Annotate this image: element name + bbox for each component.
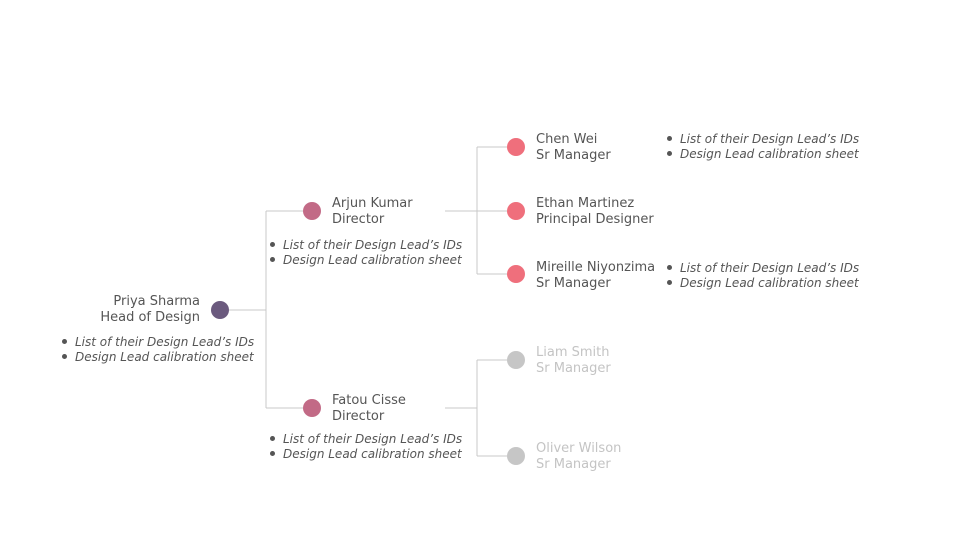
note-design-lead-ids[interactable]: List of their Design Lead’s IDs bbox=[667, 261, 859, 276]
node-dot-mireille-niyonzima[interactable] bbox=[507, 265, 525, 283]
node-label-oliver-wilson: Oliver Wilson Sr Manager bbox=[536, 441, 621, 473]
node-dot-ethan-martinez[interactable] bbox=[507, 202, 525, 220]
note-calibration-sheet[interactable]: Design Lead calibration sheet bbox=[667, 276, 859, 291]
note-calibration-sheet[interactable]: Design Lead calibration sheet bbox=[667, 147, 859, 162]
node-label-chen-wei: Chen Wei Sr Manager bbox=[536, 132, 611, 164]
node-dot-arjun-kumar[interactable] bbox=[303, 202, 321, 220]
person-name: Mireille Niyonzima bbox=[536, 260, 656, 275]
person-name: Chen Wei bbox=[536, 132, 598, 147]
notes-priya-sharma: List of their Design Lead’s IDs Design L… bbox=[62, 335, 254, 365]
person-title: Sr Manager bbox=[536, 276, 611, 291]
node-label-fatou-cisse: Fatou Cisse Director bbox=[332, 393, 406, 425]
node-label-priya-sharma: Priya Sharma Head of Design bbox=[100, 294, 200, 326]
note-design-lead-ids[interactable]: List of their Design Lead’s IDs bbox=[62, 335, 254, 350]
person-name: Liam Smith bbox=[536, 345, 610, 360]
node-label-arjun-kumar: Arjun Kumar Director bbox=[332, 196, 413, 228]
person-title: Head of Design bbox=[100, 310, 200, 325]
node-label-liam-smith: Liam Smith Sr Manager bbox=[536, 345, 611, 377]
notes-arjun-kumar: List of their Design Lead’s IDs Design L… bbox=[270, 238, 462, 268]
person-name: Fatou Cisse bbox=[332, 393, 406, 408]
person-name: Arjun Kumar bbox=[332, 196, 413, 211]
node-dot-oliver-wilson[interactable] bbox=[507, 447, 525, 465]
person-title: Director bbox=[332, 212, 385, 227]
node-label-ethan-martinez: Ethan Martinez Principal Designer bbox=[536, 196, 654, 228]
node-dot-chen-wei[interactable] bbox=[507, 138, 525, 156]
person-name: Priya Sharma bbox=[113, 294, 200, 309]
notes-fatou-cisse: List of their Design Lead’s IDs Design L… bbox=[270, 432, 462, 462]
note-design-lead-ids[interactable]: List of their Design Lead’s IDs bbox=[270, 238, 462, 253]
note-calibration-sheet[interactable]: Design Lead calibration sheet bbox=[270, 253, 462, 268]
node-dot-fatou-cisse[interactable] bbox=[303, 399, 321, 417]
note-calibration-sheet[interactable]: Design Lead calibration sheet bbox=[270, 447, 462, 462]
node-dot-priya-sharma[interactable] bbox=[211, 301, 229, 319]
note-design-lead-ids[interactable]: List of their Design Lead’s IDs bbox=[270, 432, 462, 447]
person-title: Principal Designer bbox=[536, 212, 654, 227]
person-name: Oliver Wilson bbox=[536, 441, 622, 456]
note-calibration-sheet[interactable]: Design Lead calibration sheet bbox=[62, 350, 254, 365]
node-label-mireille-niyonzima: Mireille Niyonzima Sr Manager bbox=[536, 260, 655, 292]
note-design-lead-ids[interactable]: List of their Design Lead’s IDs bbox=[667, 132, 859, 147]
notes-mireille-niyonzima: List of their Design Lead’s IDs Design L… bbox=[667, 261, 859, 291]
person-title: Sr Manager bbox=[536, 148, 611, 163]
notes-chen-wei: List of their Design Lead’s IDs Design L… bbox=[667, 132, 859, 162]
person-title: Sr Manager bbox=[536, 457, 611, 472]
person-name: Ethan Martinez bbox=[536, 196, 635, 211]
person-title: Sr Manager bbox=[536, 361, 611, 376]
node-dot-liam-smith[interactable] bbox=[507, 351, 525, 369]
person-title: Director bbox=[332, 409, 385, 424]
